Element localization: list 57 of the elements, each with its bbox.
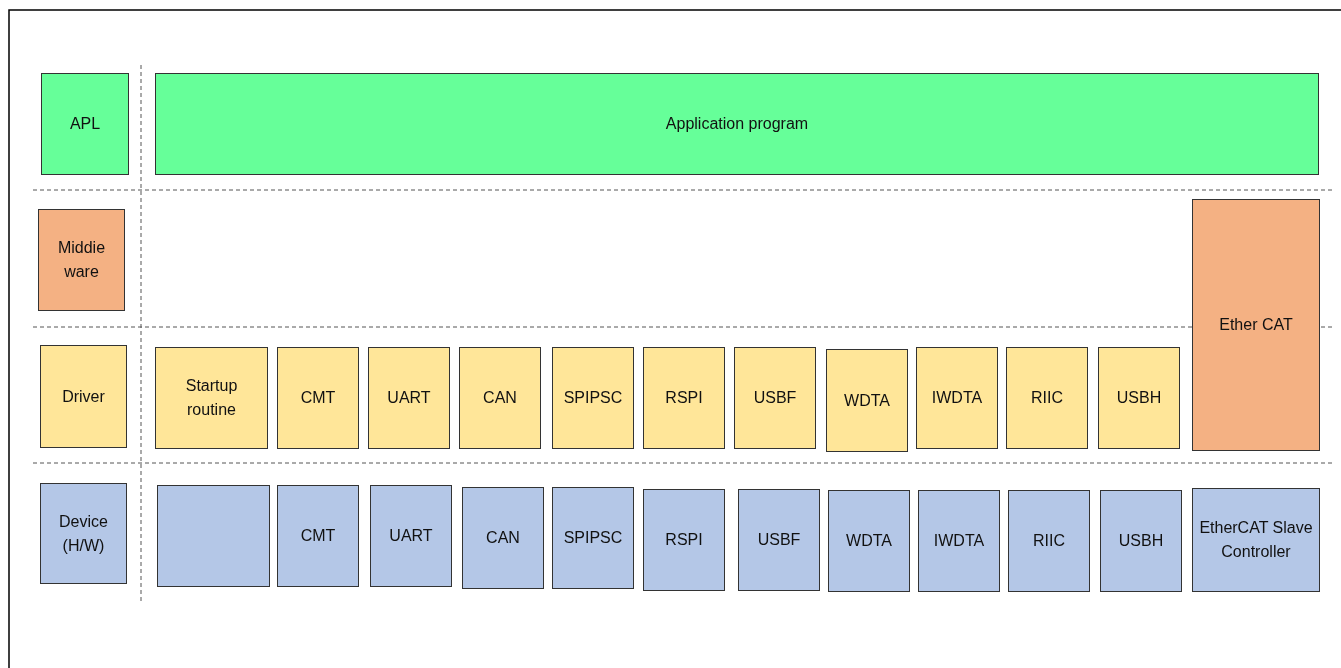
- module-label: RSPI: [664, 530, 704, 550]
- module-label: EtherCAT Slave Controller: [1198, 518, 1314, 562]
- module-label: CMT: [299, 526, 337, 546]
- module-box: [734, 347, 816, 449]
- module-box: [370, 485, 452, 587]
- module-box: [738, 489, 820, 591]
- module-box: [826, 349, 908, 452]
- module-box: [459, 347, 541, 449]
- module-label: USBF: [756, 530, 802, 550]
- module-box: [462, 487, 544, 589]
- module-label: SPIPSC: [562, 528, 624, 548]
- module-box: [918, 490, 1000, 592]
- module-label: Device (H/W): [58, 511, 109, 556]
- module-box: [155, 347, 268, 449]
- module-label: SPIPSC: [562, 388, 624, 408]
- module-label: Ether CAT: [1218, 315, 1294, 335]
- module-box: [40, 483, 127, 584]
- module-box: [368, 347, 450, 449]
- module-box: [916, 347, 998, 449]
- module-box: [41, 73, 129, 175]
- module-label: UART: [388, 526, 434, 546]
- module-label: IWDTA: [932, 531, 986, 551]
- module-label: USBH: [1115, 388, 1163, 408]
- module-label: RSPI: [664, 388, 704, 408]
- module-label: USBH: [1117, 531, 1165, 551]
- module-label: CMT: [299, 388, 337, 408]
- module-label: CAN: [482, 388, 518, 408]
- module-box: [828, 490, 910, 592]
- module-box: [552, 347, 634, 449]
- module-box: [1008, 490, 1090, 592]
- module-label: WDTA: [845, 531, 893, 551]
- module-box: [38, 209, 125, 311]
- module-label: UART: [386, 388, 432, 408]
- module-box: [157, 485, 270, 587]
- layer-bar: [155, 73, 1319, 175]
- module-box: [1192, 199, 1320, 451]
- module-label: Application program: [664, 114, 810, 134]
- module-label: Startup routine: [184, 376, 239, 420]
- module-label: USBF: [752, 388, 798, 408]
- module-label: RIIC: [1032, 531, 1066, 551]
- module-label: WDTA: [843, 390, 891, 411]
- module-label: Middie ware: [56, 238, 107, 282]
- module-label: Driver: [61, 386, 106, 407]
- module-box: [1100, 490, 1182, 592]
- module-box: [1006, 347, 1088, 449]
- module-box: [643, 489, 725, 591]
- module-box: [1192, 488, 1320, 592]
- module-box: [277, 485, 359, 587]
- module-box: [40, 345, 127, 448]
- module-box: [643, 347, 725, 449]
- module-label: IWDTA: [930, 388, 984, 408]
- module-box: [552, 487, 634, 589]
- module-label: CAN: [485, 528, 521, 548]
- module-box: [1098, 347, 1180, 449]
- module-label: APL: [68, 114, 102, 134]
- module-box: [277, 347, 359, 449]
- module-label: RIIC: [1030, 388, 1064, 408]
